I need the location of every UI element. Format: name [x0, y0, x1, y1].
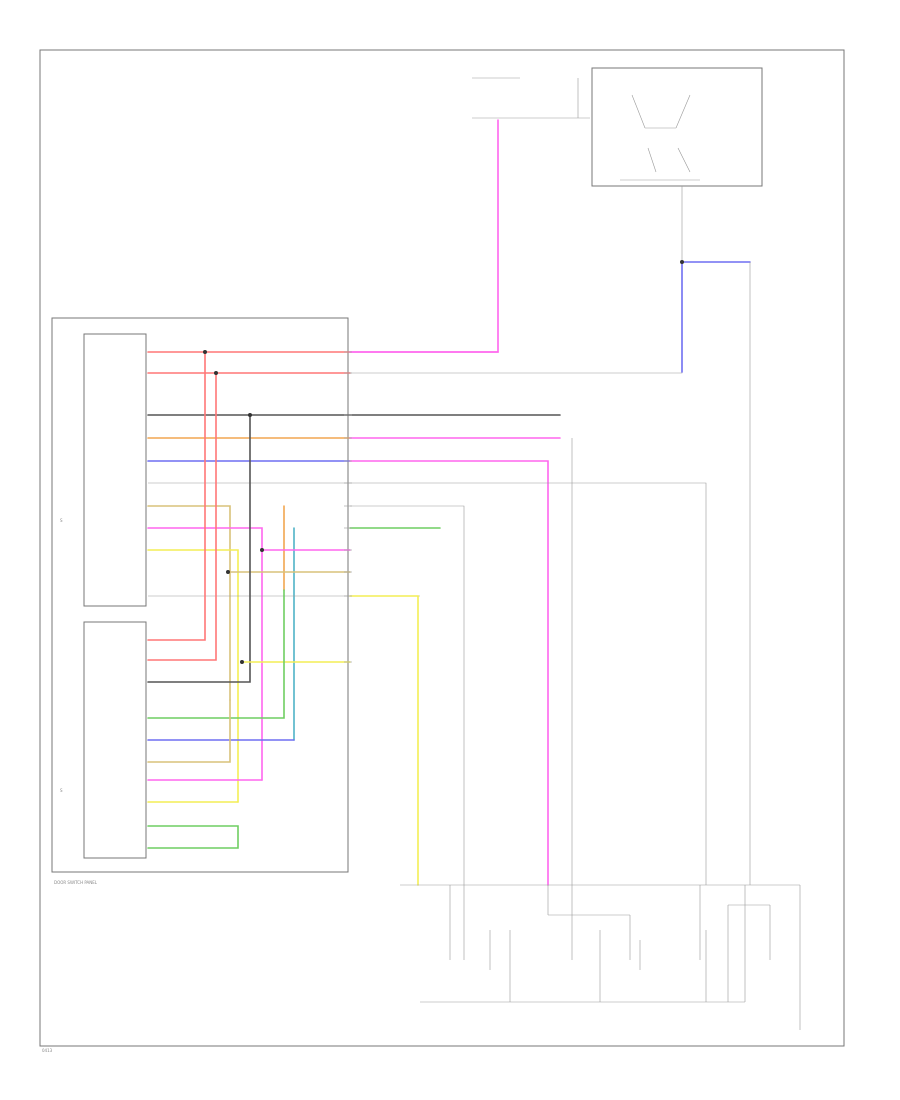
wire-yellow-down — [349, 595, 419, 886]
junction-dot — [680, 260, 684, 264]
wire-tan-right — [350, 505, 465, 885]
junction-dot — [240, 660, 244, 664]
switch-module-1-label: S — [60, 518, 63, 523]
relay-switch-b — [675, 94, 691, 129]
wire-magenta-blue-right — [349, 460, 549, 886]
wire-magenta-row — [147, 527, 263, 781]
junction-dot — [226, 570, 230, 574]
relay-box — [591, 67, 763, 187]
switch-module-1 — [83, 333, 147, 607]
switch-module-2 — [83, 621, 147, 859]
wire-magenta-feed — [349, 119, 499, 353]
wire-black-m2 — [147, 414, 251, 683]
footer-code: 0413 — [42, 1048, 53, 1053]
wire-green-m2-loop — [147, 825, 239, 849]
door-switch-panel — [51, 317, 349, 873]
relay-contact-b — [677, 147, 691, 173]
junction-dot — [214, 371, 218, 375]
bottom-switches — [449, 885, 771, 1002]
wire-gray-row2-right — [350, 262, 683, 374]
wire-tan-row — [147, 505, 231, 701]
junction-dot — [260, 548, 264, 552]
wire-red-m2-b — [147, 372, 217, 661]
wire-blue-relay — [681, 261, 751, 373]
panel-caption: DOOR SWITCH PANEL — [54, 880, 98, 885]
relay-contact-a — [647, 147, 657, 173]
wire-red-m2-a — [147, 351, 206, 641]
wire-tan-m2 — [147, 699, 231, 763]
wire-yellow-row — [147, 549, 239, 803]
wire-gray-row — [148, 482, 707, 885]
connector-ticks — [344, 351, 352, 663]
junction-dot — [248, 413, 252, 417]
relay-switch-a — [631, 94, 646, 129]
wire-green-m2 — [147, 589, 285, 719]
switch-module-2-label: S — [60, 788, 63, 793]
outer-frame — [39, 49, 845, 1047]
junction-dot — [203, 350, 207, 354]
